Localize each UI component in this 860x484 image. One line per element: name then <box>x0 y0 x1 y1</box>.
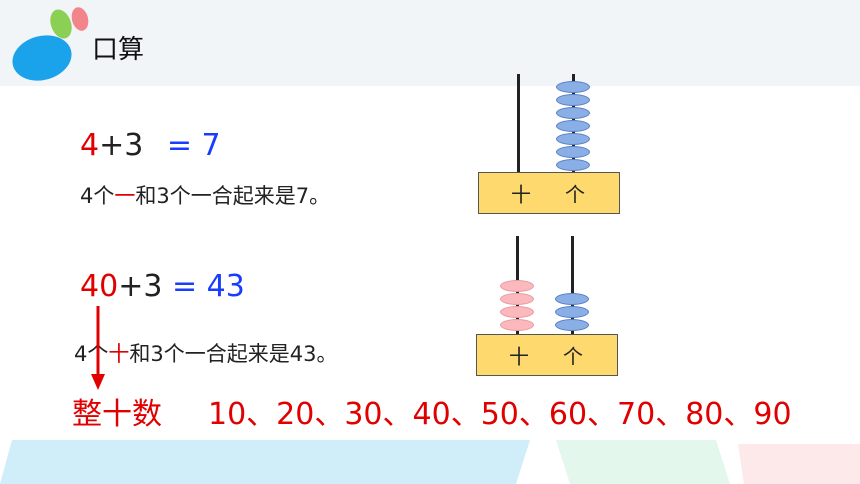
abacus-2-ones-bead <box>555 306 589 318</box>
abacus-1-ones-bead <box>556 81 590 93</box>
abacus-1-tens-rod <box>517 74 520 173</box>
sentence-1-start: 4个 <box>80 184 115 208</box>
page-title: 口算 <box>92 35 145 65</box>
abacus-2-ones-bead <box>555 319 589 331</box>
abacus-1-ones-bead <box>556 133 590 145</box>
abacus-1-ones-bead <box>556 107 590 119</box>
abacus-2-ones-rod <box>571 236 574 335</box>
abacus-2-tens-bead <box>500 293 534 305</box>
equation-2: 40+3 = 43 <box>80 269 245 305</box>
sentence-2-end: 和3个一合起来是43。 <box>129 342 338 366</box>
abacus-2-tens-label: 十 <box>509 344 529 369</box>
logo-icon <box>12 7 89 81</box>
equation-2-addend: +3 <box>118 269 163 304</box>
abacus-1-ones-bead <box>556 146 590 158</box>
equation-1-result: = 7 <box>166 128 221 163</box>
abacus-2-tens-bead <box>500 280 534 292</box>
abacus-2-base: 十 个 <box>476 334 618 376</box>
equation-2-tens: 40 <box>80 269 119 304</box>
equation-1-addend: +3 <box>99 128 144 163</box>
sentence-1-end: 和3个一合起来是7。 <box>135 184 331 208</box>
abacus-1-ones-label: 个 <box>565 182 585 207</box>
abacus-1-ones-bead <box>556 120 590 132</box>
equation-1-tens: 4 <box>80 128 100 163</box>
abacus-1-ones-bead <box>556 94 590 106</box>
sentence-1-unit: 一 <box>114 184 136 208</box>
sentence-2-start: 4个 <box>74 342 109 366</box>
abacus-2-tens-bead <box>500 319 534 331</box>
whole-tens-values: 10、20、30、40、50、60、70、80、90 <box>208 397 792 432</box>
equation-2-result: = 43 <box>171 269 245 304</box>
abacus-1-tens-label: 十 <box>511 182 531 207</box>
header-band <box>0 0 860 86</box>
abacus-2-tens-bead <box>500 306 534 318</box>
abacus-2-ones-label: 个 <box>563 344 583 369</box>
footer-decoration <box>0 440 860 484</box>
abacus-1-ones-bead <box>556 159 590 171</box>
abacus-1-base: 十 个 <box>478 172 620 214</box>
sentence-1: 4个一和3个一合起来是7。 <box>80 182 330 210</box>
sentence-2: 4个十和3个一合起来是43。 <box>74 340 337 368</box>
whole-tens-label: 整十数 <box>72 397 162 432</box>
arrow-down-icon <box>91 306 105 390</box>
sentence-2-unit: 十 <box>108 342 130 366</box>
abacus-2-ones-bead <box>555 293 589 305</box>
equation-1: 4+3 = 7 <box>80 128 221 164</box>
